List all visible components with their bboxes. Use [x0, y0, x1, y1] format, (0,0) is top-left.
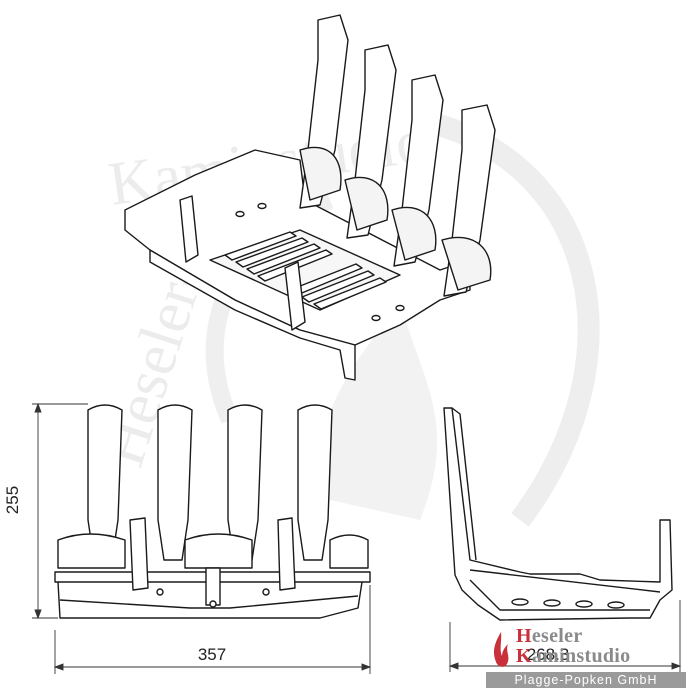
- logo-brand-line2: Kaminstudio: [516, 645, 631, 667]
- side-grate-slots: [511, 598, 625, 609]
- isometric-view: [124, 14, 496, 381]
- depth-dimension-label: 268.3: [527, 645, 570, 664]
- front-holes: [156, 588, 270, 608]
- front-finger-2: [157, 404, 193, 561]
- height-dimension-label: 255: [3, 486, 22, 514]
- flame-icon: [493, 632, 509, 667]
- width-dimension-label: 357: [198, 645, 226, 664]
- front-view: [54, 404, 371, 619]
- side-view: [443, 407, 673, 621]
- logo-company-subtitle: Plagge-Popken GmbH: [486, 672, 686, 688]
- company-logo: Heseler Kaminstudio Plagge-Popken GmbH: [486, 626, 686, 690]
- side-profile: [443, 407, 673, 621]
- logo-brand-line1: Heseler: [516, 625, 583, 647]
- front-finger-4: [297, 404, 333, 561]
- iso-holes: [235, 202, 405, 322]
- front-dimensions: [32, 402, 372, 674]
- side-dimensions: [448, 600, 682, 672]
